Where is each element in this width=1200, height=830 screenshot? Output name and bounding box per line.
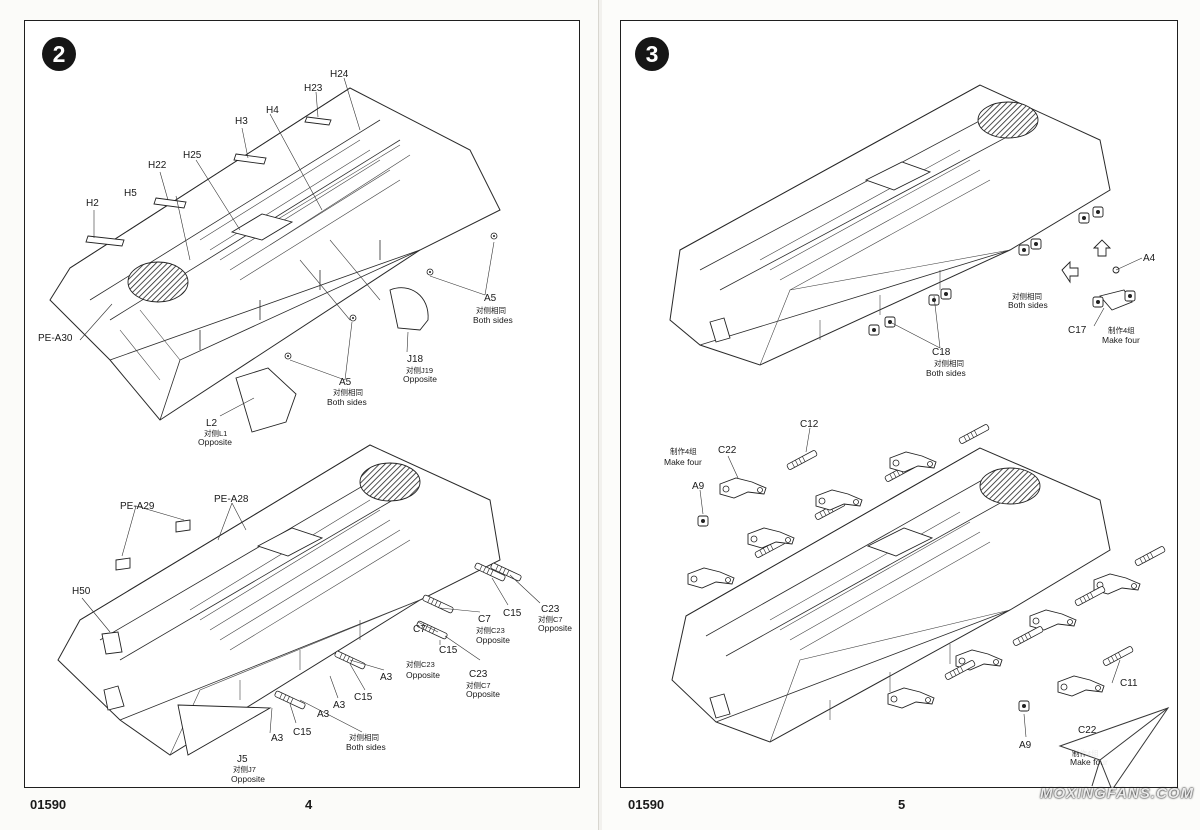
left-page-code: 01590: [30, 797, 67, 812]
label-J5-en: Opposite: [231, 774, 265, 784]
labels-lower-left: PE-A29 PE-A28 H50 C23 对侧C7 Opposite C15 …: [72, 494, 572, 784]
label-H24: H24: [330, 69, 349, 80]
step-3-badge: 3: [635, 37, 669, 71]
label-both-en: Both sides: [346, 742, 386, 752]
watermark-plane-logo: [1058, 707, 1170, 792]
detail-parts-upper-right: [1061, 239, 1136, 311]
label-A3-b: A3: [333, 700, 346, 711]
label-C15-a: C15: [503, 608, 522, 619]
label-C23-b-en: Opposite: [466, 689, 500, 699]
label-mid-en: Both sides: [1008, 300, 1048, 310]
label-C23-b-cn: 对侧C7: [466, 680, 491, 690]
hull-top-upper-left: [49, 87, 501, 421]
label-J5-cn: 对侧J7: [233, 764, 256, 774]
left-page-number: 4: [305, 797, 313, 812]
hull-top-lower-left: [57, 444, 501, 756]
label-C17: C17: [1068, 325, 1087, 336]
label-H23: H23: [304, 83, 323, 94]
label-C15-c: C15: [354, 692, 373, 703]
label-C17-en: Make four: [1102, 335, 1140, 345]
label-H25: H25: [183, 150, 202, 161]
right-page-code: 01590: [628, 797, 665, 812]
label-A5-mid: A5: [339, 377, 352, 388]
label-H50: H50: [72, 586, 91, 597]
label-H3: H3: [235, 116, 248, 127]
label-J18-en: Opposite: [403, 374, 437, 384]
label-make-four-en: Make four: [664, 457, 702, 467]
label-C18-en: Both sides: [926, 368, 966, 378]
label-C12: C12: [800, 419, 819, 430]
label-A5-right-en: Both sides: [473, 315, 513, 325]
label-C18: C18: [932, 347, 951, 358]
label-C23-a: C23: [541, 604, 560, 615]
label-C7-b-cn: 对侧C23: [406, 659, 435, 669]
watermark-text: MOXINGFANS.COM: [1040, 785, 1195, 802]
label-C11: C11: [1120, 678, 1138, 689]
label-A4: A4: [1143, 253, 1156, 264]
hull-top-lower-right: [671, 447, 1111, 743]
step-3-number: 3: [645, 40, 659, 67]
label-PE-A30: PE-A30: [38, 333, 73, 344]
label-A5-mid-cn: 对侧相同: [333, 387, 363, 397]
leader-lines-lower-right: [699, 427, 1121, 738]
leader-lines-upper-left: [79, 77, 495, 417]
label-A5-right: A5: [484, 293, 497, 304]
leader-lines-lower-left: [81, 502, 541, 734]
label-C22-b: C22: [1078, 725, 1097, 736]
label-C17-cn: 制作4组: [1108, 325, 1135, 335]
label-C22: C22: [718, 445, 737, 456]
label-make-four-cn: 制作4组: [670, 446, 697, 456]
label-C7-a-cn: 对侧C23: [476, 625, 505, 635]
label-H5: H5: [124, 188, 137, 199]
label-C15-d: C15: [293, 727, 312, 738]
label-C23-a-cn: 对侧C7: [538, 614, 563, 624]
label-make-four-b-en: Make four: [1070, 757, 1108, 767]
label-J5: J5: [237, 754, 248, 765]
label-A9-b: A9: [1019, 740, 1032, 751]
step-2-number: 2: [52, 40, 66, 67]
label-L2-en: Opposite: [198, 437, 232, 447]
label-A5-mid-en: Both sides: [327, 397, 367, 407]
label-A9-a: A9: [692, 481, 705, 492]
label-C7-a-en: Opposite: [476, 635, 510, 645]
label-H4: H4: [266, 105, 279, 116]
right-page-number: 5: [898, 797, 906, 812]
hull-parts-upper-left: [85, 116, 498, 433]
label-A3-a: A3: [380, 672, 393, 683]
label-H2: H2: [86, 198, 99, 209]
label-PE-A28: PE-A28: [214, 494, 249, 505]
label-C23-a-en: Opposite: [538, 623, 572, 633]
label-mid-cn: 对侧相同: [1012, 291, 1042, 301]
label-J18-cn: 对侧J19: [406, 365, 433, 375]
label-C7-a: C7: [478, 614, 491, 625]
label-H22: H22: [148, 160, 167, 171]
labels-upper-right: A4 对侧相同 Both sides C17 制作4组 Make four C1…: [926, 253, 1156, 378]
label-C15-b: C15: [439, 645, 458, 656]
label-C7-b: C7: [413, 624, 426, 635]
label-A3-c: A3: [271, 733, 284, 744]
hull-top-upper-right: [669, 84, 1111, 366]
label-C23-b: C23: [469, 669, 488, 680]
label-L2: L2: [206, 418, 218, 429]
leader-lines-upper-right: [889, 257, 1143, 349]
label-PE-A29: PE-A29: [120, 501, 155, 512]
labels-upper-left: H24 H23 H4 H3 H25 H22 H5 H2 PE-A30 A5 对侧…: [38, 69, 513, 447]
label-C18-cn: 对侧相同: [934, 358, 964, 368]
label-A5-right-cn: 对侧相同: [476, 305, 506, 315]
hull-parts-lower-left: [115, 519, 523, 756]
label-J18: J18: [407, 354, 424, 365]
label-C7-b-en: Opposite: [406, 670, 440, 680]
label-both-cn: 对侧相同: [349, 732, 379, 742]
label-L2-cn: 对侧L1: [204, 428, 227, 438]
label-A3-bb: A3: [317, 709, 330, 720]
step-2-badge: 2: [42, 37, 76, 71]
